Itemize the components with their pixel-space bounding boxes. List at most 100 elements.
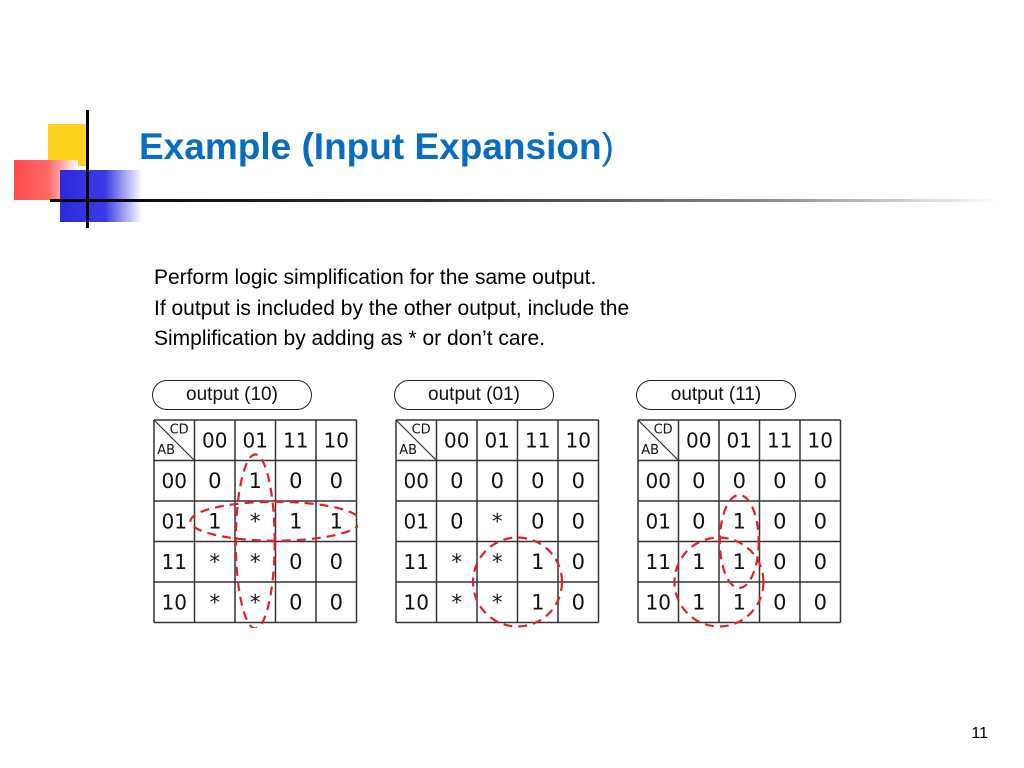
col-header: 01 [485,428,510,452]
corner-diagonal [153,419,195,461]
cell-value: 0 [814,469,827,493]
cell-value: 0 [289,550,302,574]
cell-value: * [250,509,261,533]
cell-value: 0 [330,550,343,574]
col-header: 10 [324,428,349,452]
col-header: 11 [767,428,792,452]
body-line-1: Perform logic simplification for the sam… [154,266,597,289]
cell-value: 1 [733,550,746,574]
corner-ab-label: AB [641,443,659,458]
col-header: 01 [727,428,752,452]
cell-value: 0 [572,469,585,493]
cell-value: 0 [692,469,705,493]
cell-value: 0 [491,469,504,493]
row-header: 10 [162,590,187,614]
col-header: 11 [283,428,308,452]
cell-value: 0 [450,469,463,493]
cell-value: 0 [814,590,827,614]
kmap-label: output (11) [636,380,796,410]
row-header: 01 [404,509,429,533]
row-header: 00 [646,469,671,493]
slide-title: Example (Input Expansion) [139,126,614,168]
cell-value: 1 [692,550,705,574]
cell-value: 0 [572,590,585,614]
corner-cd-label: CD [412,423,431,438]
corner-diagonal [395,419,437,461]
corner-ab-label: AB [157,443,175,458]
cell-value: * [210,590,221,614]
cell-value: 0 [330,590,343,614]
cell-value: 1 [733,509,746,533]
col-header: 00 [444,428,469,452]
cell-value: * [492,550,503,574]
group-outline [471,536,564,628]
cell-value: 0 [289,469,302,493]
cell-value: 0 [814,509,827,533]
cell-value: 0 [773,550,786,574]
row-header: 00 [404,469,429,493]
group-outline [718,493,760,590]
row-header: 01 [646,509,671,533]
cell-value: 1 [208,509,221,533]
cell-value: 0 [692,509,705,533]
row-header: 00 [162,469,187,493]
cell-value: * [250,550,261,574]
corner-ab-label: AB [399,443,417,458]
cell-value: * [452,590,463,614]
row-header: 10 [404,590,429,614]
body-line-2: If output is included by the other outpu… [154,296,630,320]
cell-value: * [492,590,503,614]
cell-value: 0 [330,469,343,493]
cell-value: 1 [692,590,705,614]
cell-value: 1 [531,550,544,574]
cell-value: 0 [572,550,585,574]
kmap-label: output (10) [152,380,312,410]
corner-diagonal [637,419,679,461]
cell-value: * [250,590,261,614]
cell-value: 0 [572,509,585,533]
cell-value: 0 [531,469,544,493]
row-header: 10 [646,590,671,614]
cell-value: * [210,550,221,574]
col-header: 10 [566,428,591,452]
cell-value: 1 [531,590,544,614]
cell-value: 1 [249,469,262,493]
col-header: 11 [525,428,550,452]
decor-yellow-square [48,124,88,166]
cell-value: 1 [330,509,343,533]
col-header: 01 [243,428,268,452]
cell-value: 0 [289,590,302,614]
col-header: 10 [808,428,833,452]
body-text: Perform logic simplification for the sam… [154,263,629,355]
cell-value: 0 [814,550,827,574]
group-outline [189,500,358,542]
cell-value: 0 [208,469,221,493]
slide-title-paren: ) [601,126,614,167]
corner-cd-label: CD [170,423,189,438]
cell-value: 1 [733,590,746,614]
title-underline [50,199,1000,202]
row-header: 01 [162,509,187,533]
cell-value: 0 [773,469,786,493]
cell-value: 0 [733,469,746,493]
row-header: 11 [646,550,671,574]
cell-value: 0 [773,590,786,614]
decor-vertical-line [86,110,89,228]
cell-value: 0 [531,509,544,533]
cell-value: 1 [289,509,302,533]
decor-blue-block [60,170,142,222]
slide-title-text: Example (Input Expansion [139,126,602,167]
col-header: 00 [202,428,227,452]
cell-value: * [452,550,463,574]
kmap-label: output (01) [394,380,554,410]
page-number: 11 [971,725,988,742]
cell-value: * [492,509,503,533]
body-line-3: Simplification by adding as * or don’t c… [154,327,546,350]
col-header: 00 [686,428,711,452]
